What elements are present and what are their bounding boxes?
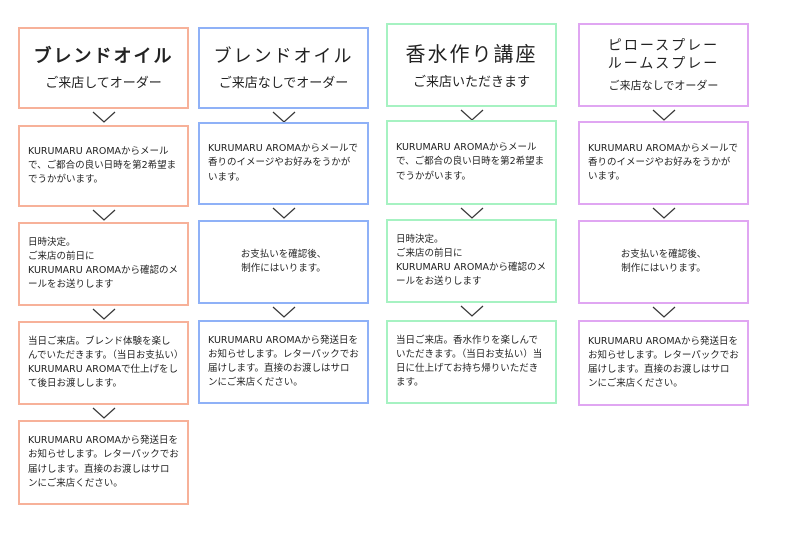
column-title: ブレンドオイル — [33, 45, 174, 67]
step-text: 日時決定。 ご来店の前日に KURUMARU AROMAから確認のメールをお送り… — [396, 233, 547, 288]
flow-step: KURUMARU AROMAから発送日をお知らせします。レターパックでお届けしま… — [198, 320, 369, 404]
flow-step: KURUMARU AROMAからメールで、ご都合の良い日時を第2希望までうかがい… — [18, 125, 189, 207]
chevron-down-icon — [652, 207, 675, 219]
step-text: KURUMARU AROMAからメールで香りのイメージやお好みをうかがいます。 — [208, 143, 359, 183]
step-text: KURUMARU AROMAからメールで、ご都合の良い日時を第2希望までうかがい… — [28, 145, 177, 186]
chevron-down-icon — [652, 109, 675, 121]
column-subtitle: ご来店なしでオーダー — [608, 79, 719, 93]
chevron-down-icon — [272, 306, 295, 318]
column-header: ブレンドオイルご来店なしでオーダー — [198, 27, 369, 109]
step-text: KURUMARU AROMAからメールで、ご都合の良い日時を第2希望までうかがい… — [396, 142, 545, 182]
step-text: KURUMARU AROMAから発送日をお知らせします。レターパックでお届けしま… — [588, 335, 739, 390]
column-header: 香水作り講座ご来店いただきます — [386, 23, 557, 107]
step-text: 当日ご来店。ブレンド体験を楽しんでいただきます。（当日お支払い）KURUMARU… — [28, 335, 179, 390]
step-text: 日時決定。 ご来店の前日に KURUMARU AROMAから確認のメールをお送り… — [28, 236, 179, 291]
chevron-down-icon — [92, 407, 115, 419]
chevron-down-icon — [92, 111, 115, 123]
chevron-down-icon — [460, 305, 483, 317]
flow-step: 日時決定。 ご来店の前日に KURUMARU AROMAから確認のメールをお送り… — [386, 219, 557, 303]
column-header: ブレンドオイルご来店してオーダー — [18, 27, 189, 109]
chevron-down-icon — [92, 308, 115, 320]
flow-step: KURUMARU AROMAから発送日をお知らせします。レターパックでお届けしま… — [578, 320, 749, 406]
step-text: KURUMARU AROMAから発送日をお知らせします。レターパックでお届けしま… — [28, 435, 179, 489]
flow-step: 当日ご来店。ブレンド体験を楽しんでいただきます。（当日お支払い）KURUMARU… — [18, 321, 189, 405]
flow-step: 日時決定。 ご来店の前日に KURUMARU AROMAから確認のメールをお送り… — [18, 222, 189, 306]
flow-step: KURUMARU AROMAからメールで香りのイメージやお好みをうかがいます。 — [198, 122, 369, 205]
chevron-down-icon — [460, 207, 483, 219]
column-title: ピロースプレー ルームスプレー — [607, 37, 720, 72]
flow-step: お支払いを確認後、 制作にはいります。 — [198, 220, 369, 304]
flow-step: お支払いを確認後、 制作にはいります。 — [578, 220, 749, 304]
column-title: ブレンドオイル — [213, 45, 354, 67]
chevron-down-icon — [272, 207, 295, 219]
step-text: 当日ご来店。香水作りを楽しんでいただきます。（当日お支払い）当日に仕上げてお持ち… — [396, 334, 543, 389]
column-subtitle: ご来店してオーダー — [45, 76, 162, 92]
flow-step: 当日ご来店。香水作りを楽しんでいただきます。（当日お支払い）当日に仕上げてお持ち… — [386, 320, 557, 404]
step-text: お支払いを確認後、 制作にはいります。 — [240, 248, 327, 274]
flow-step: KURUMARU AROMAから発送日をお知らせします。レターパックでお届けしま… — [18, 420, 189, 505]
column-header: ピロースプレー ルームスプレーご来店なしでオーダー — [578, 23, 749, 107]
step-text: KURUMARU AROMAからメールで香りのイメージやお好みをうかがいます。 — [588, 142, 739, 183]
flow-step: KURUMARU AROMAからメールで、ご都合の良い日時を第2希望までうかがい… — [386, 120, 557, 205]
step-text: お支払いを確認後、 制作にはいります。 — [620, 248, 707, 274]
column-title: 香水作り講座 — [405, 41, 538, 66]
flow-step: KURUMARU AROMAからメールで香りのイメージやお好みをうかがいます。 — [578, 121, 749, 205]
chevron-down-icon — [652, 306, 675, 318]
chevron-down-icon — [92, 209, 115, 221]
column-subtitle: ご来店いただきます — [412, 74, 530, 90]
column-subtitle: ご来店なしでオーダー — [218, 76, 349, 92]
step-text: KURUMARU AROMAから発送日をお知らせします。レターパックでお届けしま… — [208, 334, 359, 389]
